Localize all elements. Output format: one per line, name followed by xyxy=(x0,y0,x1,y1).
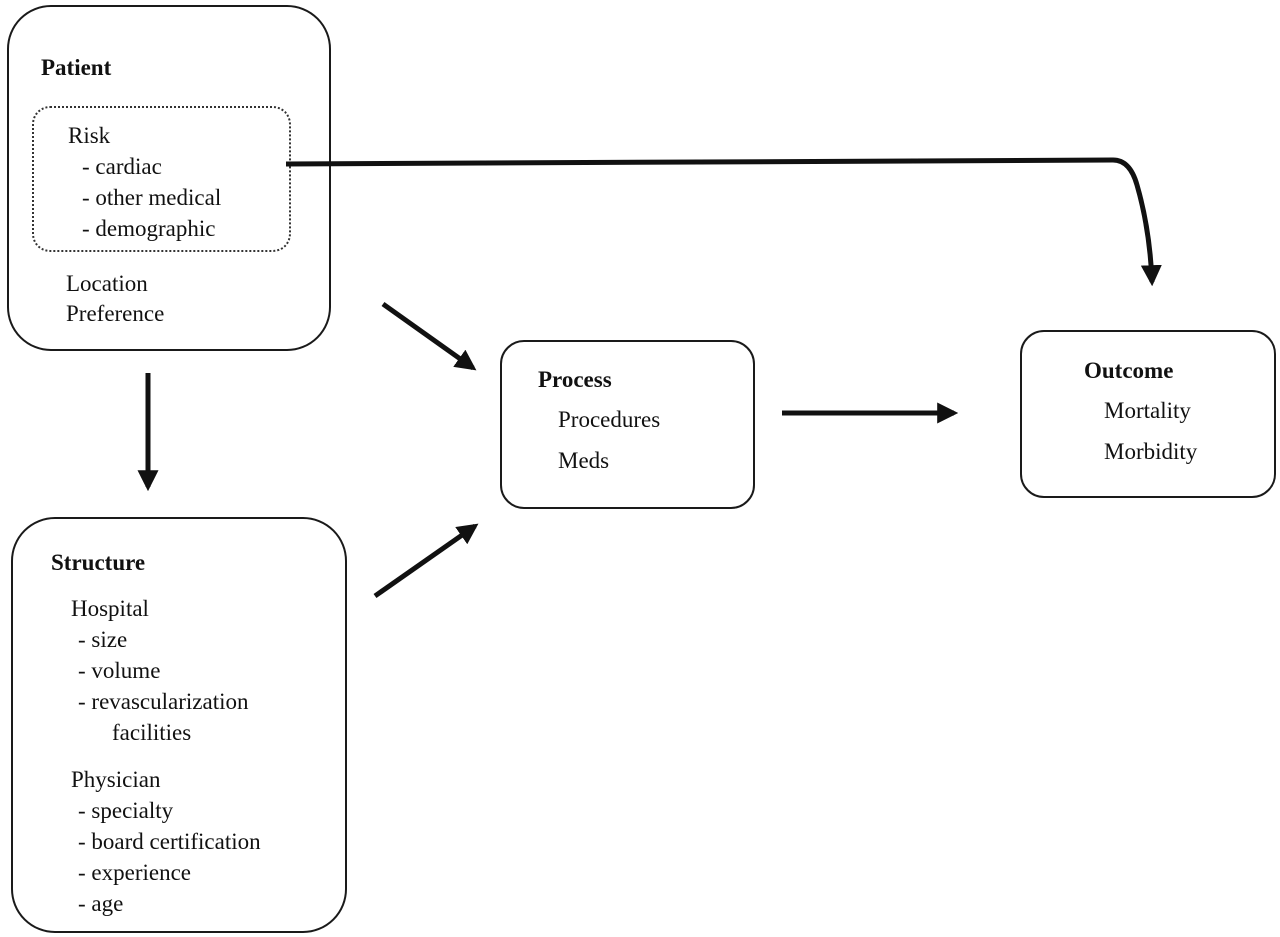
physician-item-board-certification: - board certification xyxy=(78,829,261,854)
hospital-title: Hospital xyxy=(71,596,149,621)
arrow-risk-to-outcome xyxy=(285,157,1162,287)
outcome-box xyxy=(1020,330,1276,498)
risk-title: Risk xyxy=(68,123,111,148)
physician-item-age: - age xyxy=(78,891,124,916)
outcome-title: Outcome xyxy=(1084,358,1174,383)
patient-preference: Preference xyxy=(66,301,165,326)
hospital-item-revascularization: - revascularization xyxy=(78,689,249,714)
risk-item-cardiac: - cardiac xyxy=(82,154,162,179)
process-title: Process xyxy=(538,367,612,392)
risk-item-other-medical: - other medical xyxy=(82,185,222,210)
physician-item-experience: - experience xyxy=(78,860,192,885)
patient-location: Location xyxy=(66,271,148,296)
arrow-patient-to-process xyxy=(381,301,477,371)
risk-item-demographic: - demographic xyxy=(82,216,216,241)
process-item-procedures: Procedures xyxy=(558,407,661,432)
outcome-item-morbidity: Morbidity xyxy=(1104,439,1198,464)
process-box xyxy=(500,340,755,509)
physician-title: Physician xyxy=(71,767,161,792)
process-item-meds: Meds xyxy=(558,448,610,473)
patient-box xyxy=(7,5,331,351)
patient-title: Patient xyxy=(41,55,112,80)
physician-item-specialty: - specialty xyxy=(78,798,174,823)
hospital-item-size: - size xyxy=(78,627,128,652)
hospital-item-volume: - volume xyxy=(78,658,161,683)
structure-title: Structure xyxy=(51,550,146,575)
structure-box xyxy=(11,517,347,933)
hospital-item-facilities: facilities xyxy=(112,720,192,745)
outcome-item-mortality: Mortality xyxy=(1104,398,1191,423)
arrow-structure-to-process xyxy=(373,523,479,599)
